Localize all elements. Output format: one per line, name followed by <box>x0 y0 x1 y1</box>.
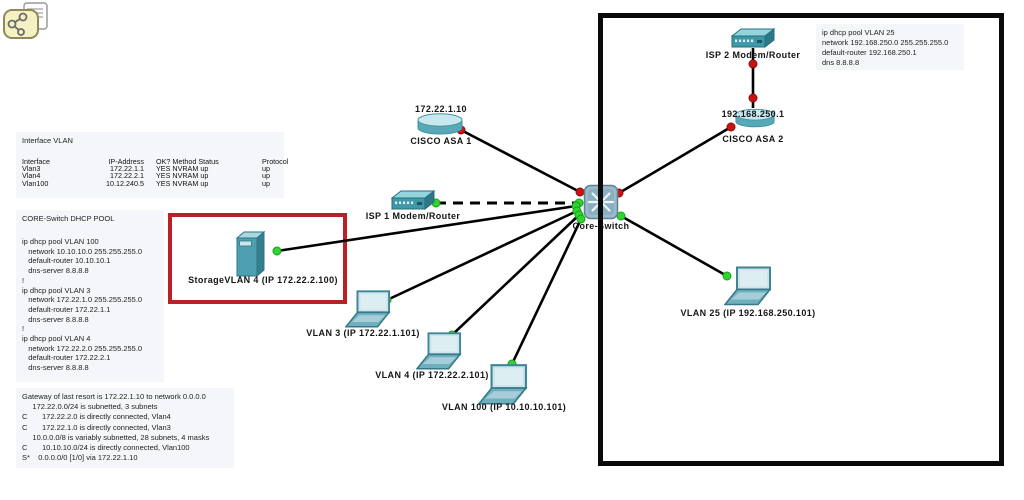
network-cluster-icon <box>3 9 39 39</box>
laptop-icon <box>344 290 391 328</box>
note-interface-vlan: Interface VLAN Interface IP-Address OK? … <box>16 132 289 198</box>
link-vlan25-core[interactable] <box>620 214 728 278</box>
label-asa1-ip: 172.22.1.10 <box>415 104 467 114</box>
modem-router-icon <box>390 189 436 211</box>
link-vlan4-core[interactable] <box>451 214 580 336</box>
label-vlan4: VLAN 4 (IP 172.22.2.101) <box>375 370 489 380</box>
table-row: Vlan100 10.12.240.5 YES NVRAM up up <box>22 178 270 188</box>
status-dots-up <box>272 198 732 369</box>
label-vlan25: VLAN 25 (IP 192.168.250.101) <box>680 308 816 318</box>
label-asa2-ip: 192.168.250.1 <box>721 109 785 119</box>
label-asa1: CISCO ASA 1 <box>410 136 472 146</box>
label-isp1: ISP 1 Modem/Router <box>365 211 461 221</box>
link-asa1-core[interactable] <box>460 128 581 194</box>
note-title: CORE-Switch DHCP POOL <box>22 214 115 223</box>
table-row: Vlan4 172.22.2.1 YES NVRAM up up <box>22 171 270 181</box>
router-icon <box>735 108 775 128</box>
label-asa2: CISCO ASA 2 <box>722 134 784 144</box>
label-storage: StorageVLAN 4 (IP 172.22.2.100) <box>188 275 338 285</box>
storage-highlight-rectangle <box>168 213 347 304</box>
device-core-switch[interactable] <box>583 184 619 225</box>
router-icon <box>417 113 463 135</box>
label-vlan3: VLAN 3 (IP 172.22.1.101) <box>306 328 420 338</box>
modem-router-icon <box>730 27 776 49</box>
label-vlan100: VLAN 100 (IP 10.10.10.101) <box>441 402 567 412</box>
table-row: Vlan3 172.22.1.1 YES NVRAM up up <box>22 164 270 174</box>
device-isp1-modem[interactable] <box>390 189 436 217</box>
label-isp2: ISP 2 Modem/Router <box>705 50 801 60</box>
device-asa1[interactable] <box>417 112 463 143</box>
table-header: Interface IP-Address OK? Method Status P… <box>22 157 289 166</box>
note-vlan25-pool: ip dhcp pool VLAN 25 network 192.168.250… <box>816 24 964 70</box>
server-icon <box>235 230 266 278</box>
note-title: Interface VLAN <box>22 136 73 145</box>
note-routing-table: Gateway of last resort is 172.22.1.10 to… <box>16 388 234 468</box>
label-core-switch: Core-Switch <box>572 221 630 231</box>
multilayer-switch-icon <box>583 184 619 220</box>
device-storage-server[interactable] <box>235 230 266 283</box>
link-storage-core[interactable] <box>276 204 577 253</box>
device-vlan100-laptop[interactable] <box>477 364 528 411</box>
device-vlan3-laptop[interactable] <box>344 290 391 334</box>
link-asa2-core[interactable] <box>618 125 732 195</box>
cluster-icon[interactable] <box>2 1 54 45</box>
status-dots-down <box>456 59 758 198</box>
link-vlan100-core[interactable] <box>510 218 583 365</box>
device-vlan4-laptop[interactable] <box>415 332 462 376</box>
laptop-icon <box>477 364 528 405</box>
note-dhcp-pool: CORE-Switch DHCP POOL ip dhcp pool VLAN … <box>16 210 164 382</box>
laptop-icon <box>415 332 462 370</box>
device-asa2[interactable] <box>735 106 775 137</box>
laptop-icon <box>723 266 772 306</box>
device-isp2-modem[interactable] <box>730 27 776 55</box>
device-vlan25-laptop[interactable] <box>723 266 772 312</box>
link-vlan3-core[interactable] <box>386 209 578 302</box>
